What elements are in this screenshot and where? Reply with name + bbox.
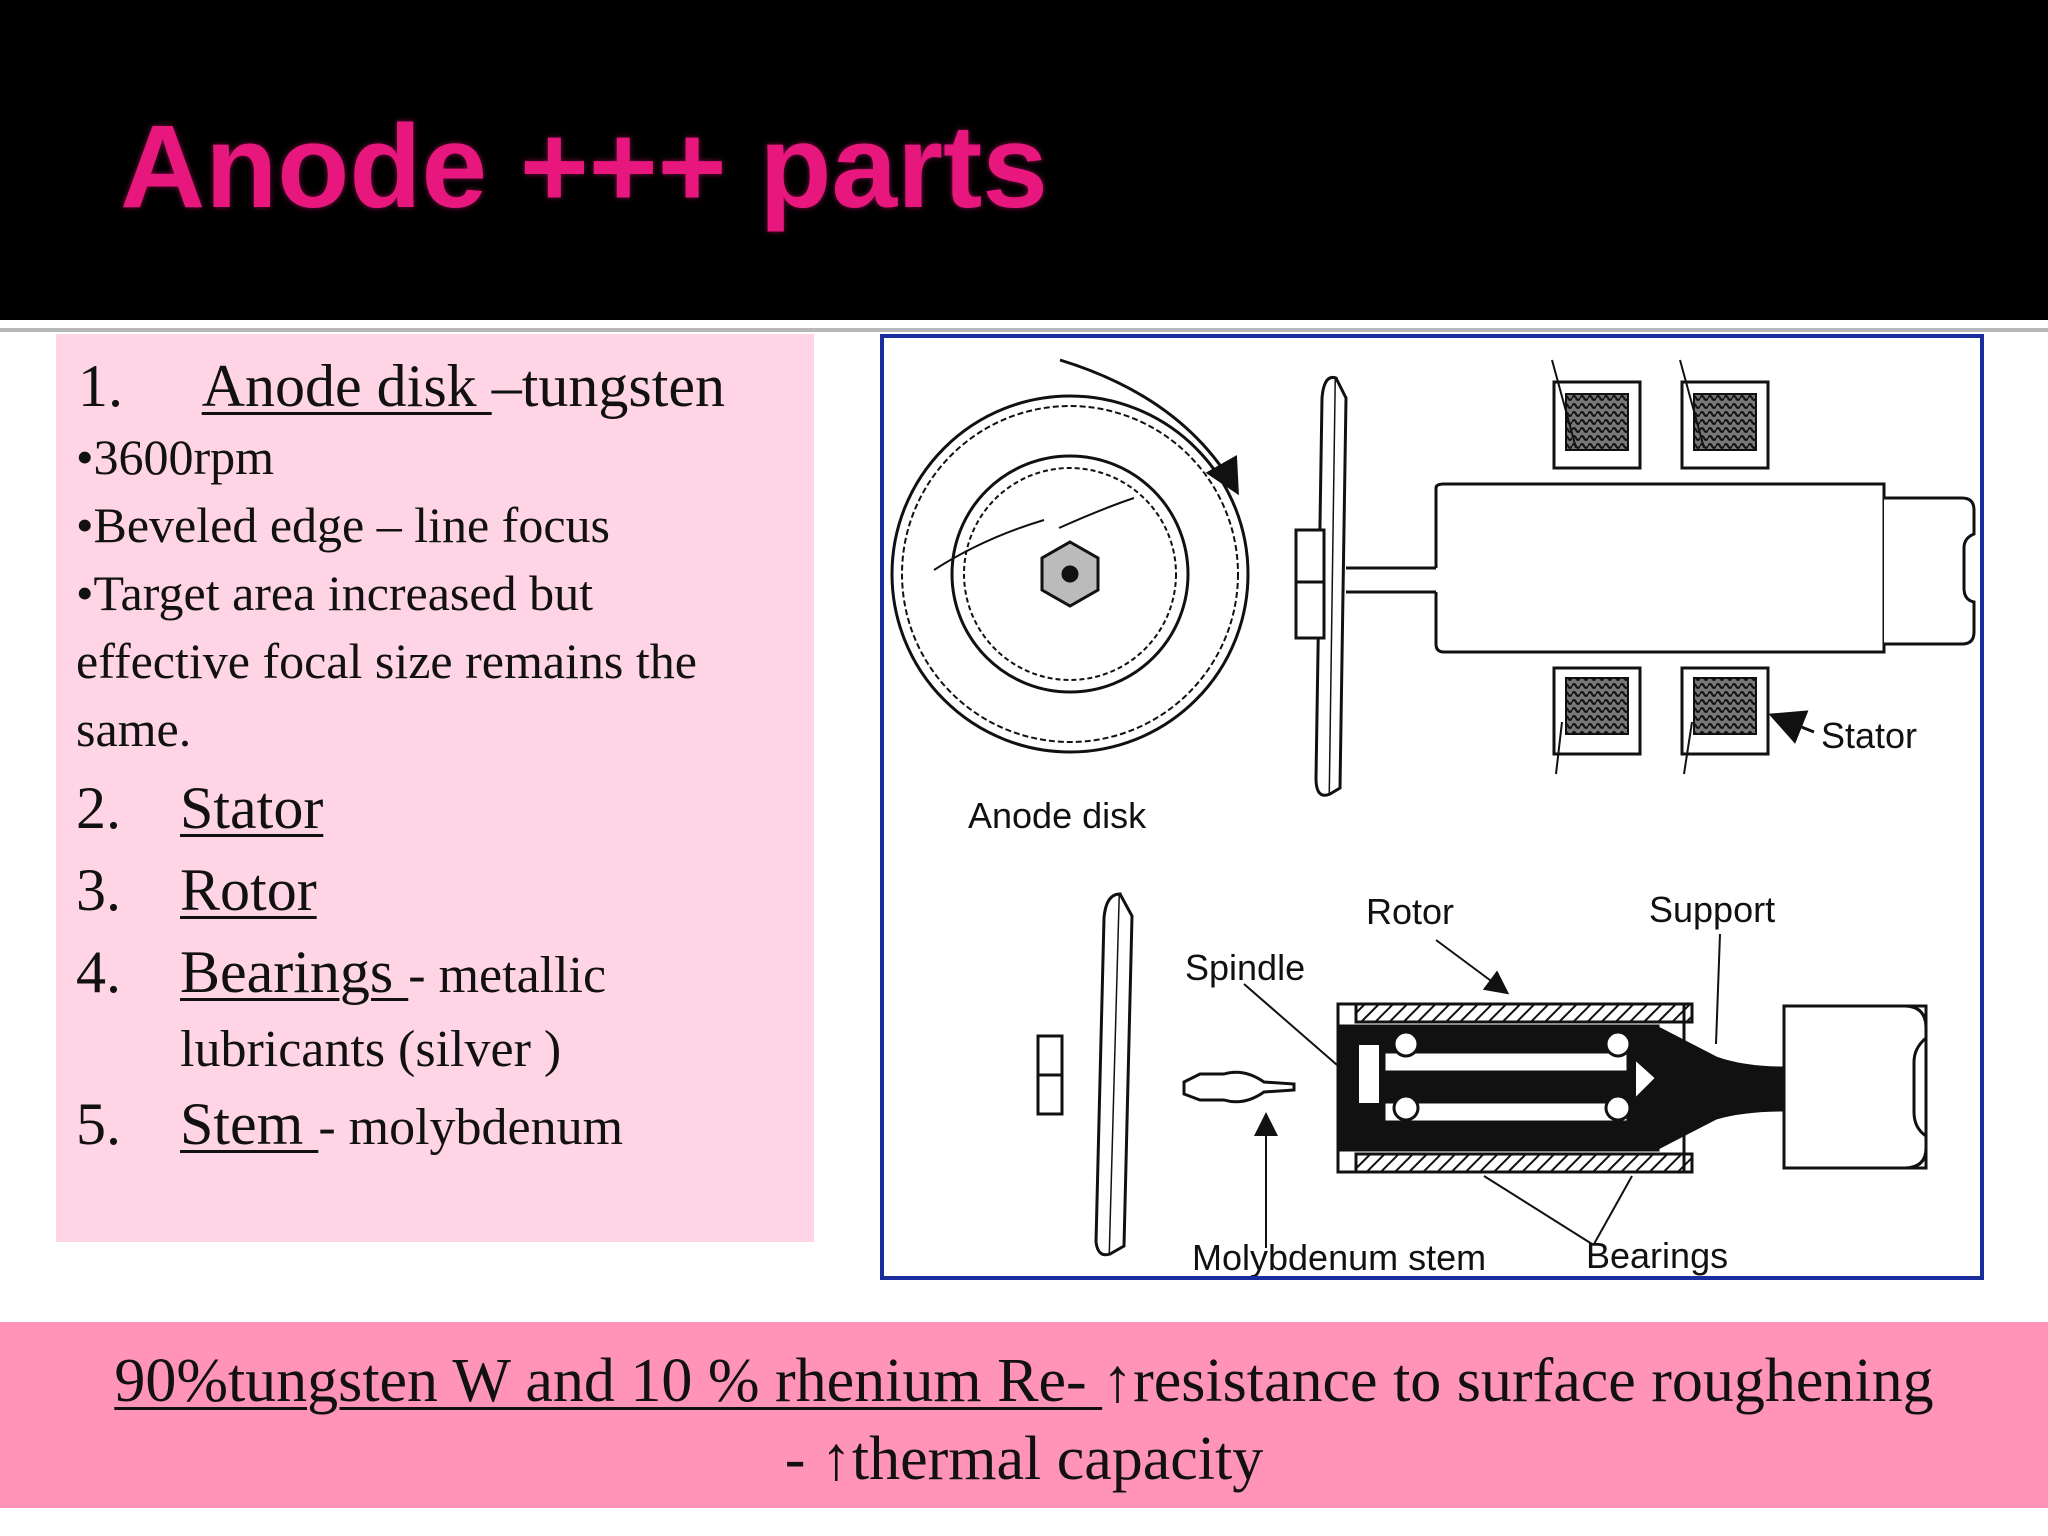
slide-title: Anode +++ parts: [120, 101, 1048, 233]
list-detail-metallic: - metallic: [408, 947, 607, 1004]
parts-list-panel: 1. Anode disk –tungsten •3600rpm •Bevele…: [56, 334, 814, 1242]
list-term-bearings-wrap: Bearings - metallic: [180, 938, 606, 1007]
anode-diagram: Anode disk Stator Rotor Support Spindle …: [880, 334, 1984, 1280]
header-divider-shadow: [0, 328, 2048, 332]
list-term-bearings: Bearings: [180, 939, 409, 1005]
bullet-target-area-end: same.: [76, 701, 192, 757]
label-rotor: Rotor: [1366, 891, 1454, 932]
list-number: 4.: [76, 939, 121, 1005]
bullet-beveled-edge: •Beveled edge – line focus: [76, 497, 610, 553]
list-term-stem: Stem: [180, 1091, 319, 1157]
list-item-stator: 2.: [76, 774, 121, 843]
list-item-stem: 5.: [76, 1090, 121, 1159]
label-support: Support: [1649, 889, 1775, 930]
footer-line-composition: 90%tungsten W and 10 % rhenium Re- ↑resi…: [0, 1346, 2048, 1417]
footer-line-thermal: - ↑thermal capacity: [784, 1425, 1264, 1493]
list-term-anode-disk: Anode disk: [201, 353, 492, 419]
list-item-rotor: 3.: [76, 856, 121, 925]
label-spindle: Spindle: [1185, 947, 1305, 988]
list-item-anode-disk: 1. Anode disk –tungsten: [78, 352, 725, 421]
list-number: 5.: [76, 1091, 121, 1157]
list-detail-tungsten: –tungsten: [491, 353, 726, 419]
footer-composition: 90%tungsten W and 10 % rhenium Re-: [114, 1347, 1103, 1415]
footer-note: 90%tungsten W and 10 % rhenium Re- ↑resi…: [0, 1322, 2048, 1508]
label-molybdenum-stem: Molybdenum stem: [1192, 1237, 1486, 1276]
list-detail-molybdenum: - molybdenum: [318, 1099, 624, 1156]
anode-assembly-side-view: [1294, 359, 1976, 797]
list-term-stator: Stator: [180, 775, 324, 841]
list-term-rotor-wrap: Rotor: [180, 856, 317, 925]
slide-header: Anode +++ parts: [0, 0, 2048, 320]
list-number: 2.: [76, 775, 121, 841]
bullet-rpm: •3600rpm: [76, 429, 275, 485]
list-term-stem-wrap: Stem - molybdenum: [180, 1090, 623, 1159]
bullet-target-area: •Target area increased but: [76, 565, 593, 621]
list-item-bearings: 4.: [76, 938, 121, 1007]
list-number: 1.: [78, 353, 123, 419]
list-term-rotor: Rotor: [180, 857, 317, 923]
anode-diagram-drawing: Anode disk Stator Rotor Support Spindle …: [890, 358, 1976, 1276]
label-bearings: Bearings: [1586, 1235, 1728, 1276]
list-term-stator-wrap: Stator: [180, 774, 323, 843]
anode-disk-front-view: [890, 358, 1250, 754]
label-anode-disk: Anode disk: [968, 795, 1147, 836]
footer-resistance: ↑resistance to surface roughening: [1102, 1347, 1934, 1415]
list-number: 3.: [76, 857, 121, 923]
anode-cutaway-view: [1036, 892, 1928, 1257]
label-stator: Stator: [1821, 715, 1917, 756]
bullet-target-area-cont: effective focal size remains the: [76, 633, 697, 689]
list-detail-lubricants: lubricants (silver ): [180, 1021, 562, 1078]
header-divider: [0, 320, 2048, 324]
